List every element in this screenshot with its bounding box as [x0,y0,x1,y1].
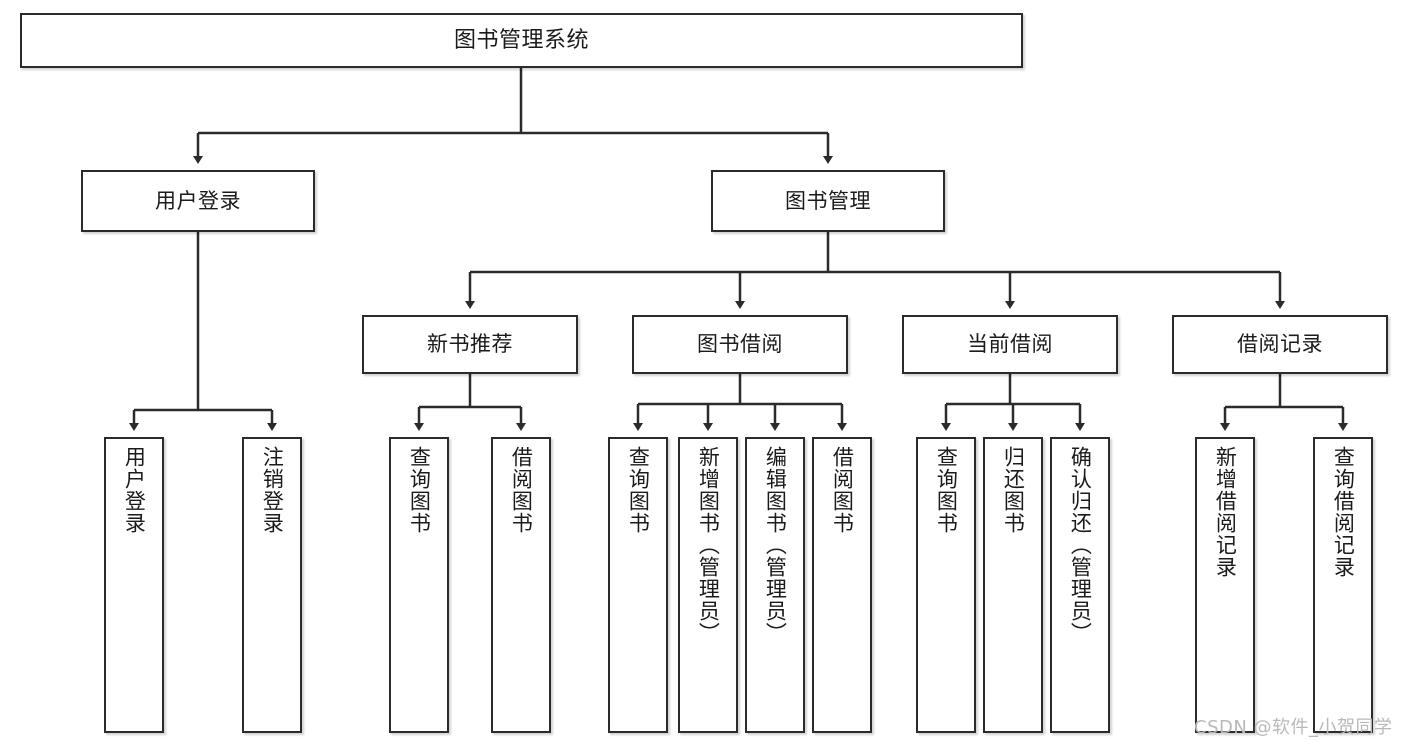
node-leaf-confirm-return-label: 确认归还（管理员） [1068,446,1093,644]
node-leaf-borrow-book-2[interactable]: 借阅图书 [812,437,872,733]
node-leaf-user-login[interactable]: 用户登录 [104,437,164,733]
node-leaf-query-book-2-label: 查询图书 [626,446,651,534]
node-leaf-borrow-book-1[interactable]: 借阅图书 [491,437,551,733]
node-current-borrow[interactable]: 当前借阅 [902,315,1118,374]
node-new-book-rec-label: 新书推荐 [427,332,513,357]
node-leaf-query-book-1[interactable]: 查询图书 [389,437,449,733]
node-leaf-query-book-3-label: 查询图书 [934,446,959,534]
node-book-borrow[interactable]: 图书借阅 [632,315,848,374]
node-leaf-add-book-label: 新增图书（管理员） [696,446,721,644]
node-user-login[interactable]: 用户登录 [81,170,315,232]
csdn-watermark: CSDN @软件_小贺同学 [1194,717,1393,738]
node-borrow-record-label: 借阅记录 [1237,332,1323,357]
node-leaf-return-book[interactable]: 归还图书 [983,437,1043,733]
node-leaf-add-record[interactable]: 新增借阅记录 [1195,437,1255,733]
node-leaf-edit-book[interactable]: 编辑图书（管理员） [745,437,805,733]
node-leaf-edit-book-label: 编辑图书（管理员） [763,446,788,644]
node-new-book-rec[interactable]: 新书推荐 [362,315,578,374]
node-book-borrow-label: 图书借阅 [697,332,783,357]
node-leaf-query-book-1-label: 查询图书 [407,446,432,534]
node-leaf-logout-label: 注销登录 [260,446,285,534]
node-book-manage[interactable]: 图书管理 [711,170,945,232]
node-current-borrow-label: 当前借阅 [967,332,1053,357]
node-leaf-query-book-3[interactable]: 查询图书 [916,437,976,733]
node-leaf-add-record-label: 新增借阅记录 [1213,446,1238,578]
node-leaf-borrow-book-2-label: 借阅图书 [830,446,855,534]
node-leaf-query-record-label: 查询借阅记录 [1331,446,1356,578]
node-leaf-query-record[interactable]: 查询借阅记录 [1313,437,1373,733]
node-leaf-add-book[interactable]: 新增图书（管理员） [678,437,738,733]
node-user-login-label: 用户登录 [155,188,241,213]
node-borrow-record[interactable]: 借阅记录 [1172,315,1388,374]
node-leaf-query-book-2[interactable]: 查询图书 [608,437,668,733]
node-root[interactable]: 图书管理系统 [20,13,1023,68]
node-leaf-logout[interactable]: 注销登录 [242,437,302,733]
node-leaf-confirm-return[interactable]: 确认归还（管理员） [1050,437,1110,733]
node-book-manage-label: 图书管理 [785,188,871,213]
node-root-label: 图书管理系统 [453,27,589,53]
node-leaf-user-login-label: 用户登录 [122,446,147,534]
node-leaf-return-book-label: 归还图书 [1001,446,1026,534]
node-leaf-borrow-book-1-label: 借阅图书 [509,446,534,534]
